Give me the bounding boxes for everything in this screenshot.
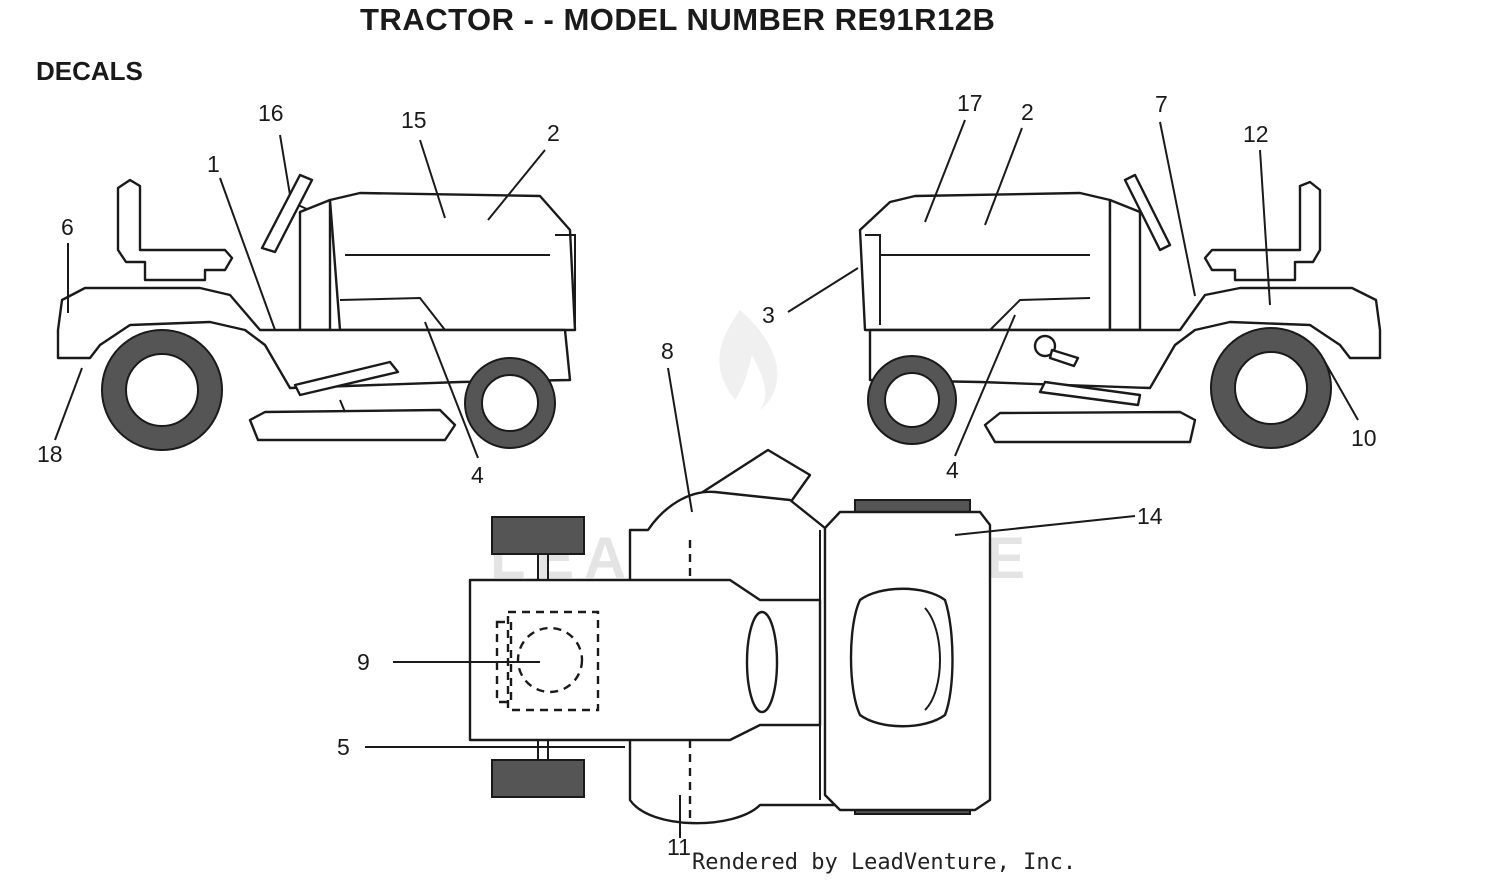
callout-label: 6 bbox=[61, 214, 74, 240]
tractor-top-view bbox=[468, 448, 992, 825]
callout-label: 5 bbox=[337, 734, 350, 760]
leader-lines bbox=[54, 119, 1359, 838]
callout-label: 15 bbox=[401, 107, 427, 133]
callout-label: 2 bbox=[1021, 99, 1034, 125]
callout-label: 11 bbox=[667, 834, 691, 860]
callout-label: 14 bbox=[1137, 503, 1163, 529]
callout-label: 9 bbox=[357, 649, 370, 675]
callout-label: 7 bbox=[1155, 91, 1168, 117]
callout-label: 2 bbox=[547, 120, 560, 146]
callout-label: 4 bbox=[946, 457, 959, 483]
callout-label: 4 bbox=[471, 462, 484, 488]
callout-label: 1 bbox=[207, 151, 220, 177]
callout-label: 12 bbox=[1243, 121, 1269, 147]
tractor-left-side-view bbox=[56, 173, 577, 451]
callout-label: 3 bbox=[762, 302, 775, 328]
top-front-right-tire bbox=[491, 759, 585, 798]
top-front-left-tire bbox=[491, 516, 585, 555]
callout-label: 8 bbox=[661, 338, 674, 364]
footer-credit: Rendered by LeadVenture, Inc. bbox=[692, 850, 1077, 875]
callout-label: 17 bbox=[957, 90, 983, 116]
callout-labels: 16 15 2 1 6 18 4 17 2 7 12 3 4 10 8 14 9… bbox=[37, 90, 1377, 860]
callout-label: 16 bbox=[258, 100, 284, 126]
tractor-right-side-view bbox=[858, 173, 1382, 449]
callout-label: 18 bbox=[37, 441, 63, 467]
section-title: DECALS bbox=[36, 56, 143, 86]
callout-label: 10 bbox=[1351, 425, 1377, 451]
page-title: TRACTOR - - MODEL NUMBER RE91R12B bbox=[360, 2, 996, 37]
